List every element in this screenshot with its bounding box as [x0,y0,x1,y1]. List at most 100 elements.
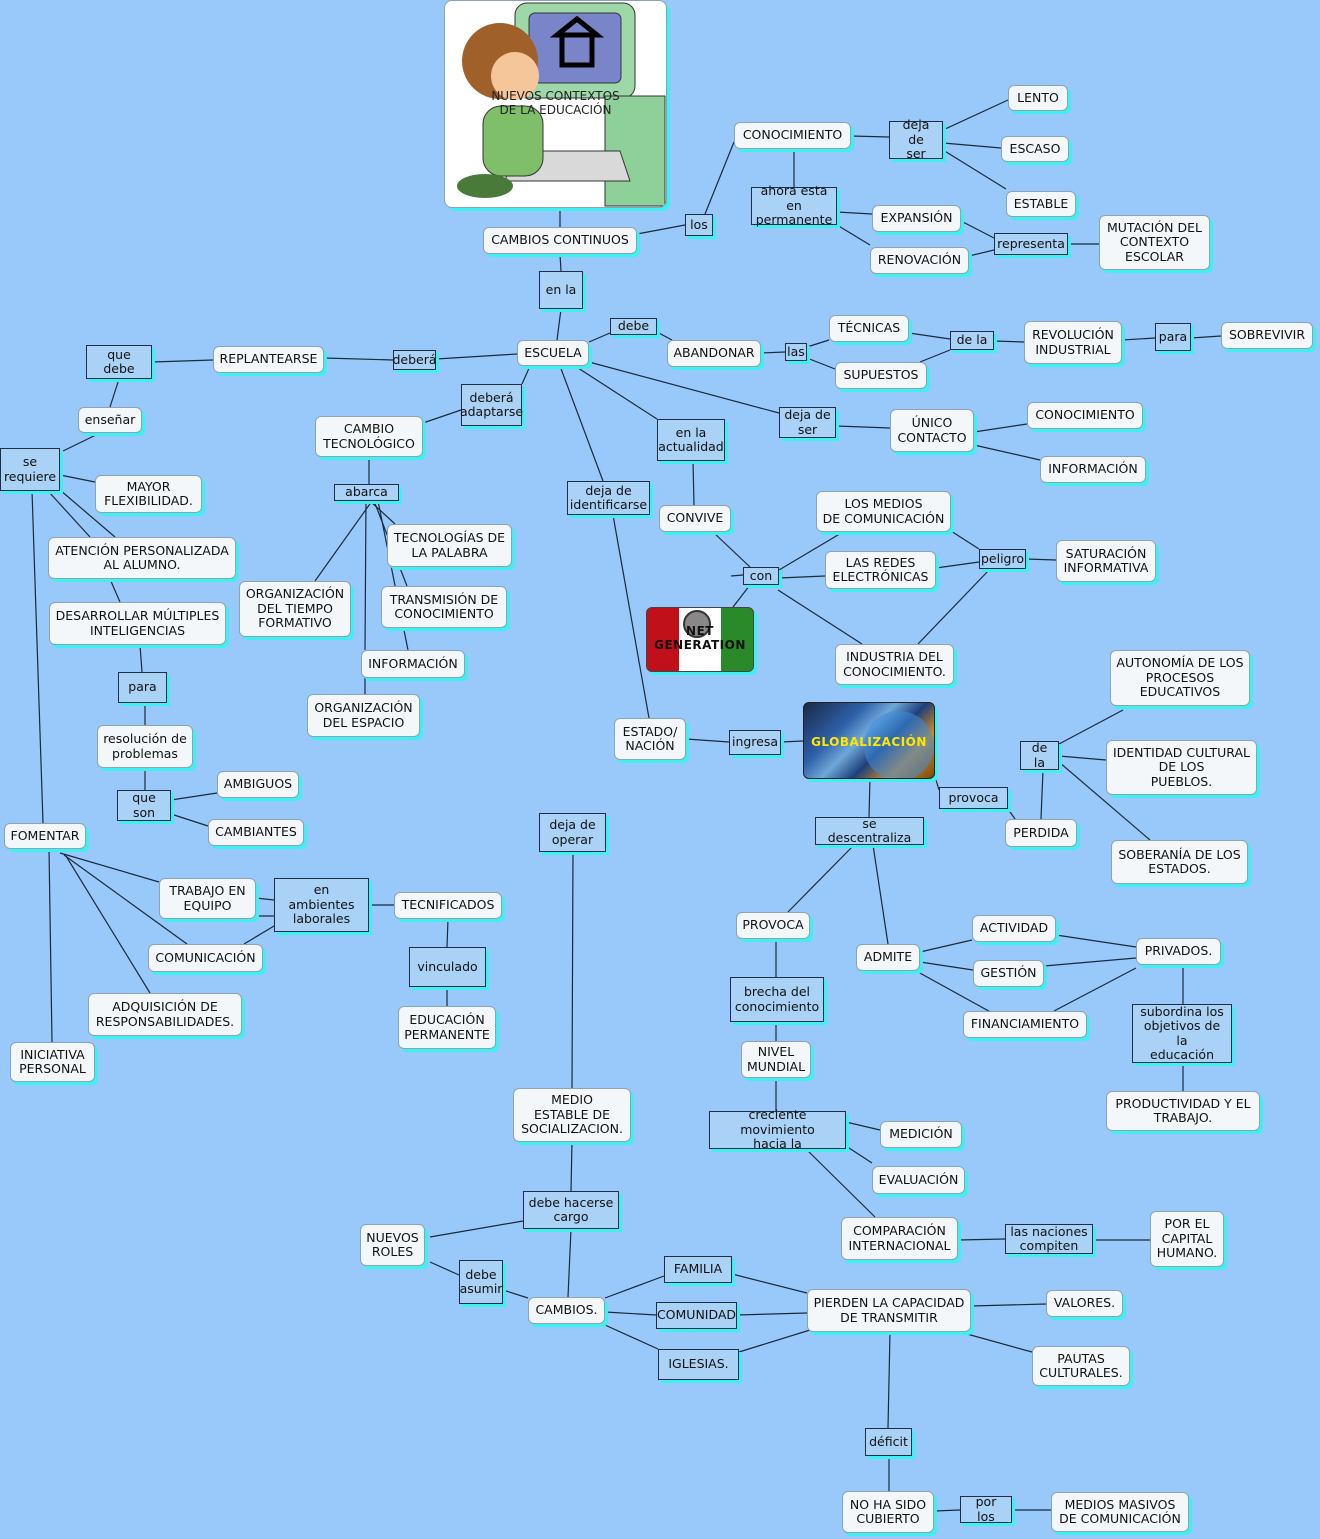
adquisicion-concept[interactable]: ADQUISICIÓN DE RESPONSABILIDADES. [88,993,242,1036]
fomentar-concept[interactable]: FOMENTAR [4,823,86,849]
representa-link-phrase[interactable]: representa [994,233,1068,255]
tecnicas-concept[interactable]: TÉCNICAS [829,315,909,342]
informacion-mid-concept[interactable]: INFORMACIÓN [1040,456,1146,483]
cambios-continuos-concept[interactable]: CAMBIOS CONTINUOS [483,227,637,254]
pautas-concept[interactable]: PAUTAS CULTURALES. [1032,1346,1130,1386]
las-link-phrase[interactable]: las [785,343,807,361]
ensenar-concept[interactable]: enseñar [78,407,142,433]
creciente-link-phrase[interactable]: creciente movimiento hacia la [709,1108,846,1151]
perdida-concept[interactable]: PERDIDA [1005,819,1077,847]
por-los-link-phrase[interactable]: por los [960,1494,1012,1523]
debe-asumir-link-phrase[interactable]: debe asumir [459,1260,503,1304]
medio-estable-concept[interactable]: MEDIO ESTABLE DE SOCIALIZACION. [513,1088,631,1142]
debera-link-phrase[interactable]: deberá [392,350,437,370]
atencion-concept[interactable]: ATENCIÓN PERSONALIZADA AL ALUMNO. [48,537,236,579]
los-medios-concept[interactable]: LOS MEDIOS DE COMUNICACIÓN [816,491,951,532]
las-naciones-link-phrase[interactable]: las naciones compiten [1005,1224,1093,1254]
nivel-mundial-concept[interactable]: NIVEL MUNDIAL [741,1041,811,1078]
abandonar-concept[interactable]: ABANDONAR [667,340,761,367]
peligro-link-phrase[interactable]: peligro [979,549,1026,569]
en-la-actualidad-link-phrase[interactable]: en la actualidad [657,419,725,461]
nuevos-contextos-image[interactable]: NUEVOS CONTEXTOS DE LA EDUCACIÓN [444,0,667,208]
desarrollar-concept[interactable]: DESARROLLAR MÚLTIPLES INTELIGENCIAS [49,602,226,645]
admite-concept[interactable]: ADMITE [856,944,920,971]
sobrevivir-concept[interactable]: SOBREVIVIR [1221,322,1313,349]
escuela-concept[interactable]: ESCUELA [517,340,589,366]
estado-nacion-concept[interactable]: ESTADO/ NACIÓN [614,718,686,760]
net-generation-image[interactable]: NET GENERATION [646,607,754,672]
productividad-concept[interactable]: PRODUCTIVIDAD Y EL TRABAJO. [1106,1091,1260,1131]
que-son-link-phrase[interactable]: que son [117,790,171,821]
iglesias-link-phrase[interactable]: IGLESIAS. [658,1349,739,1380]
medios-masivos-concept[interactable]: MEDIOS MASIVOS DE COMUNICACIÓN [1051,1492,1189,1532]
evaluacion-concept[interactable]: EVALUACIÓN [872,1166,965,1194]
subordina-link-phrase[interactable]: subordina los objetivos de la educación [1132,1004,1232,1063]
por-el-capital-concept[interactable]: POR EL CAPITAL HUMANO. [1150,1211,1224,1267]
supuestos-concept[interactable]: SUPUESTOS [835,362,927,389]
ambiguos-concept[interactable]: AMBIGUOS [217,771,299,798]
iniciativa-concept[interactable]: INICIATIVA PERSONAL [10,1042,95,1082]
debera-adaptarse-link-phrase[interactable]: deberá adaptarse [460,384,523,426]
convive-concept[interactable]: CONVIVE [659,505,731,532]
organizacion-espacio-concept[interactable]: ORGANIZACIÓN DEL ESPACIO [307,694,420,737]
los-link-phrase[interactable]: los [685,214,713,236]
valores-concept[interactable]: VALORES. [1046,1290,1123,1317]
privados-concept[interactable]: PRIVADOS. [1136,938,1221,965]
informacion-left-concept[interactable]: INFORMACIÓN [361,650,465,678]
industria-concept[interactable]: INDUSTRIA DEL CONOCIMIENTO. [835,644,954,685]
soberania-concept[interactable]: SOBERANÍA DE LOS ESTADOS. [1111,840,1248,884]
identidad-concept[interactable]: IDENTIDAD CULTURAL DE LOS PUEBLOS. [1106,740,1257,795]
trabajo-equipo-concept[interactable]: TRABAJO EN EQUIPO [159,878,256,919]
conocimiento-top-concept[interactable]: CONOCIMIENTO [734,122,851,149]
se-descentraliza-link-phrase[interactable]: se descentraliza [815,816,924,845]
unico-contacto-concept[interactable]: ÚNICO CONTACTO [890,409,974,452]
pierden-concept[interactable]: PIERDEN LA CAPACIDAD DE TRANSMITIR [807,1289,971,1332]
deja-de-ser-top-link-phrase[interactable]: deja de ser [889,118,943,161]
ingresa-link-phrase[interactable]: ingresa [729,730,781,755]
deja-operar-link-phrase[interactable]: deja de operar [539,813,606,852]
ahora-esta-link-phrase[interactable]: ahora esta en permanente [751,184,837,227]
actividad-concept[interactable]: ACTIVIDAD [972,915,1056,942]
transmision-concept[interactable]: TRANSMISIÓN DE CONOCIMIENTO [381,586,507,628]
para-top-link-phrase[interactable]: para [1155,323,1191,351]
revolucion-concept[interactable]: REVOLUCIÓN INDUSTRIAL [1024,321,1122,364]
cambio-tec-concept[interactable]: CAMBIO TECNOLÓGICO [315,416,423,457]
de-la-right-link-phrase[interactable]: de la [1020,740,1059,770]
que-debe-link-phrase[interactable]: que debe [86,345,152,379]
replantearse-concept[interactable]: REPLANTEARSE [213,346,324,373]
brecha-link-phrase[interactable]: brecha del conocimiento [730,977,824,1022]
las-redes-concept[interactable]: LAS REDES ELECTRÓNICAS [825,551,936,589]
para-left-link-phrase[interactable]: para [118,672,167,703]
de-la-top-link-phrase[interactable]: de la [950,331,994,350]
resolucion-concept[interactable]: resolución de problemas [97,725,193,768]
deja-de-ser-mid-link-phrase[interactable]: deja de ser [779,407,836,438]
autonomia-concept[interactable]: AUTONOMÍA DE LOS PROCESOS EDUCATIVOS [1110,650,1250,706]
debe-hacerse-link-phrase[interactable]: debe hacerse cargo [523,1191,619,1229]
se-requiere-link-phrase[interactable]: se requiere [0,448,60,491]
abarca-link-phrase[interactable]: abarca [334,484,399,501]
comparacion-concept[interactable]: COMPARACIÓN INTERNACIONAL [841,1217,958,1260]
renovacion-concept[interactable]: RENOVACIÓN [870,247,969,274]
expansion-concept[interactable]: EXPANSIÓN [872,205,961,232]
cambiantes-concept[interactable]: CAMBIANTES [208,819,304,846]
financiamiento-concept[interactable]: FINANCIAMIENTO [963,1011,1087,1038]
educacion-perm-concept[interactable]: EDUCACIÓN PERMANENTE [398,1006,496,1049]
comunidad-link-phrase[interactable]: COMUNIDAD [656,1302,737,1329]
deficit-link-phrase[interactable]: déficit [865,1428,912,1456]
escaso-concept[interactable]: ESCASO [1001,136,1069,162]
mutacion-concept[interactable]: MUTACIÓN DEL CONTEXTO ESCOLAR [1099,215,1210,270]
nuevos-roles-concept[interactable]: NUEVOS ROLES [360,1224,425,1266]
vinculado-link-phrase[interactable]: vinculado [409,947,486,987]
familia-link-phrase[interactable]: FAMILIA [664,1256,732,1283]
organizacion-tiempo-concept[interactable]: ORGANIZACIÓN DEL TIEMPO FORMATIVO [239,581,351,637]
conocimiento-mid-concept[interactable]: CONOCIMIENTO [1027,402,1143,429]
en-ambientes-link-phrase[interactable]: en ambientes laborales [274,878,369,932]
tecnificados-concept[interactable]: TECNIFICADOS [394,892,502,919]
saturacion-concept[interactable]: SATURACIÓN INFORMATIVA [1056,540,1156,582]
debe-link-phrase[interactable]: debe [610,318,657,335]
con-link-phrase[interactable]: con [743,567,779,585]
comunicacion-concept[interactable]: COMUNICACIÓN [148,944,263,972]
gestion-concept[interactable]: GESTIÓN [973,960,1044,987]
no-ha-sido-concept[interactable]: NO HA SIDO CUBIERTO [842,1491,934,1533]
provoca-cap-concept[interactable]: PROVOCA [736,912,810,939]
